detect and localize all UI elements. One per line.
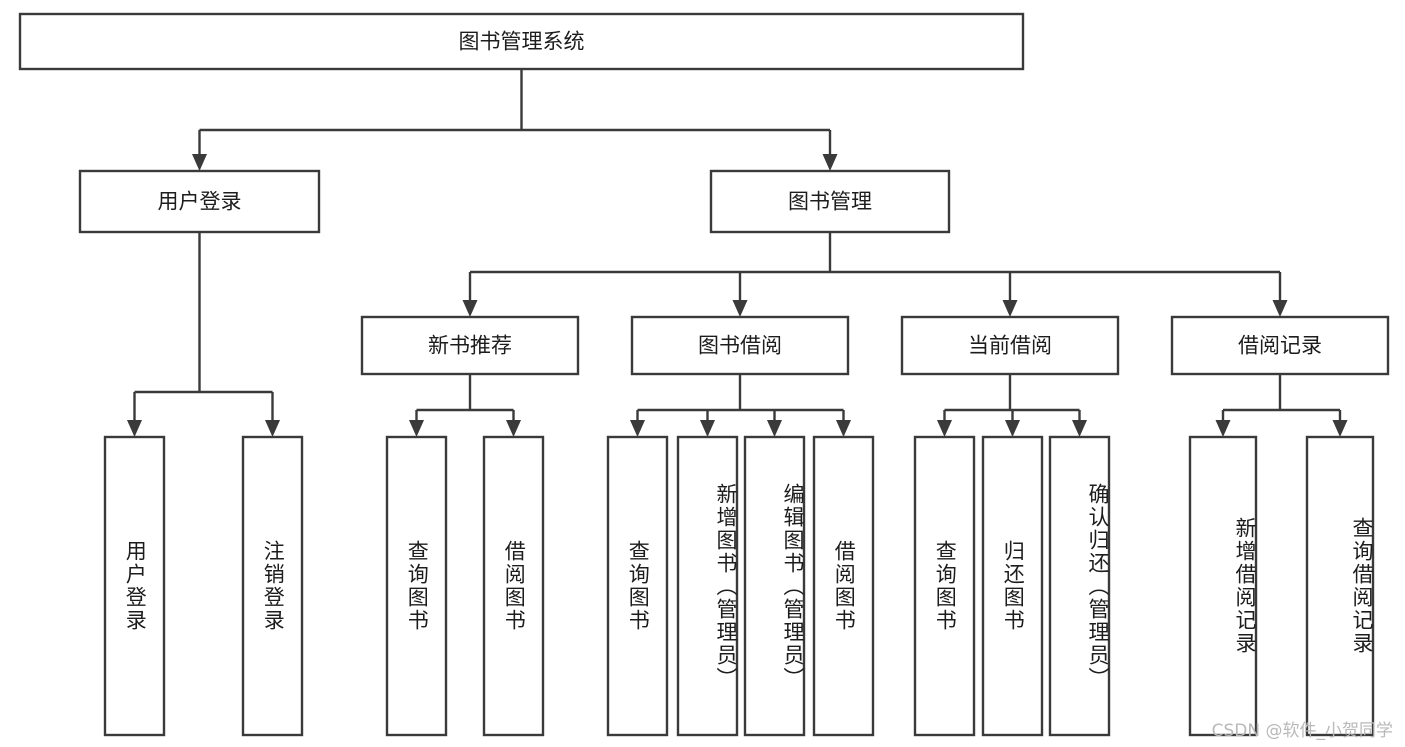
arrow-head-icon (127, 420, 142, 437)
node-root-root[interactable] (18, 12, 1025, 71)
node-user-login[interactable] (78, 169, 321, 234)
node-borrow-records[interactable] (1170, 315, 1390, 376)
arrow-head-icon (506, 420, 521, 437)
leaf-node-leaf-query-book-cur[interactable] (913, 435, 976, 737)
leaf-node-leaf-edit-book[interactable] (743, 435, 806, 737)
box-layer (18, 12, 1390, 737)
node-current-borrow[interactable] (900, 315, 1120, 376)
arrow-head-icon (937, 420, 952, 437)
leaf-node-leaf-borrow-book[interactable] (812, 435, 875, 737)
leaf-node-leaf-query-book-new[interactable] (385, 435, 448, 737)
node-label-new-book-recommend: 新书推荐 (428, 334, 512, 358)
arrow-head-icon (265, 420, 280, 437)
leaf-node-leaf-user-logout[interactable] (241, 435, 304, 737)
arrow-head-icon (462, 300, 478, 317)
arrow-head-icon (1272, 300, 1288, 317)
leaf-node-leaf-add-book[interactable] (676, 435, 739, 737)
node-label-book-management: 图书管理 (788, 190, 872, 214)
leaf-node-leaf-confirm-return[interactable] (1048, 435, 1111, 737)
arrow-head-icon (192, 154, 207, 171)
arrow-head-icon (1005, 420, 1020, 437)
watermark: CSDN @软件_小贺同学 (1211, 721, 1393, 741)
node-label-user-login: 用户登录 (158, 190, 242, 214)
arrow-head-icon (1215, 420, 1231, 437)
node-book-borrow[interactable] (630, 315, 850, 376)
connector-layer (127, 69, 1348, 437)
leaf-node-leaf-borrow-book-new[interactable] (482, 435, 545, 737)
node-label-root: 图书管理系统 (459, 30, 585, 54)
arrow-head-icon (822, 154, 838, 171)
leaf-node-leaf-add-record[interactable] (1188, 435, 1258, 737)
node-book-management[interactable] (709, 169, 951, 234)
arrow-head-icon (836, 420, 851, 437)
leaf-node-leaf-user-login[interactable] (103, 435, 166, 737)
node-new-book-recommend[interactable] (360, 315, 580, 376)
arrow-head-icon (700, 420, 715, 437)
arrow-head-icon (767, 420, 782, 437)
node-label-borrow-records: 借阅记录 (1238, 334, 1322, 358)
leaf-node-leaf-query-book-borrow[interactable] (606, 435, 669, 737)
arrow-head-icon (732, 300, 748, 317)
arrow-head-icon (1072, 420, 1087, 437)
arrow-head-icon (1332, 420, 1348, 437)
node-label-current-borrow: 当前借阅 (968, 334, 1052, 358)
node-label-book-borrow: 图书借阅 (698, 334, 782, 358)
arrow-head-icon (409, 420, 424, 437)
arrow-head-icon (1002, 300, 1018, 317)
arrow-head-icon (630, 420, 645, 437)
leaf-node-leaf-query-record[interactable] (1305, 435, 1375, 737)
leaf-node-leaf-return-book[interactable] (981, 435, 1044, 737)
